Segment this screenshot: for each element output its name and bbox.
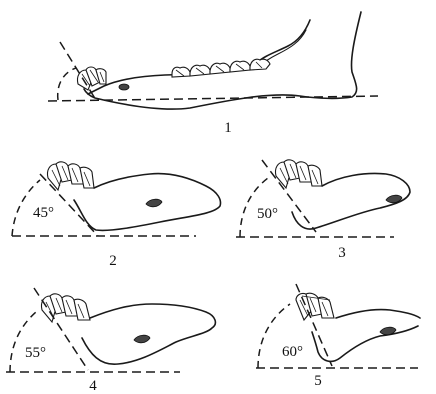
angle-arc: [10, 312, 36, 372]
panel-5: 60° 5: [256, 284, 420, 389]
panel-number-3: 3: [338, 245, 346, 261]
incisors: [47, 162, 94, 190]
cheek-teeth: [172, 59, 270, 77]
angle-arc: [58, 68, 76, 100]
panel-number-1: 1: [224, 120, 232, 136]
mandible-outline: [84, 12, 361, 109]
mental-foramen: [119, 84, 129, 90]
angle-label: 55°: [25, 345, 46, 361]
panel-3: 50° 3: [236, 160, 410, 261]
angle-label: 60°: [282, 344, 303, 360]
angle-label: 45°: [33, 205, 54, 221]
panel-2: 45° 2: [12, 162, 220, 269]
mental-foramen: [146, 199, 162, 207]
panel-number-2: 2: [109, 253, 117, 269]
mental-foramen: [134, 335, 150, 343]
angle-label: 50°: [257, 206, 278, 222]
jaw-outline: [82, 304, 215, 364]
incisors: [275, 160, 322, 188]
panel-4: 55° 4: [6, 288, 215, 394]
incisors: [41, 294, 90, 322]
panel-number-4: 4: [89, 378, 97, 394]
panel-number-5: 5: [314, 373, 322, 389]
coronoid-outline: [88, 20, 310, 94]
jaw-outline: [336, 309, 420, 318]
panel-1: 1: [48, 12, 378, 136]
